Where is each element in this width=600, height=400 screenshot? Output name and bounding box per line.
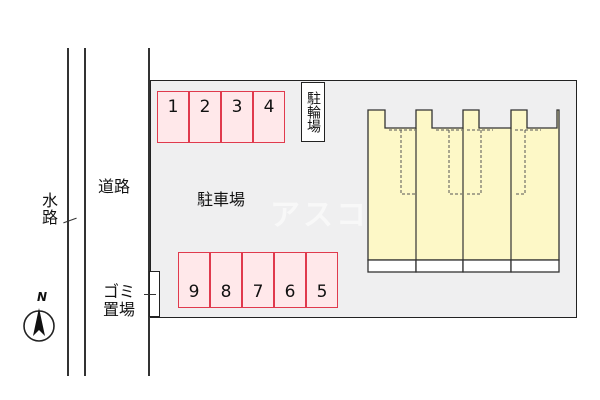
compass-icon <box>23 308 55 342</box>
waterway-label: 水路 <box>42 191 59 227</box>
compass-north-label: N <box>37 290 48 304</box>
garbage-label: ゴミ置場 <box>103 282 136 319</box>
parking-space-1: 1 <box>157 91 189 143</box>
building <box>367 109 560 273</box>
bike-parking-label: 駐輪場 <box>301 82 325 142</box>
parking-space-8: 8 <box>210 252 242 308</box>
waterway-left-line <box>67 48 69 376</box>
waterway-right-line <box>84 48 86 376</box>
road-right-line <box>148 48 150 376</box>
garbage-label-leader <box>144 294 156 296</box>
parking-space-5: 5 <box>306 252 338 308</box>
parking-space-3: 3 <box>221 91 253 143</box>
parking-space-2: 2 <box>189 91 221 143</box>
parking-space-9: 9 <box>178 252 210 308</box>
parking-label: 駐車場 <box>197 190 246 209</box>
parking-space-6: 6 <box>274 252 306 308</box>
parking-space-7: 7 <box>242 252 274 308</box>
road-label: 道路 <box>98 177 131 196</box>
parking-space-4: 4 <box>253 91 285 143</box>
